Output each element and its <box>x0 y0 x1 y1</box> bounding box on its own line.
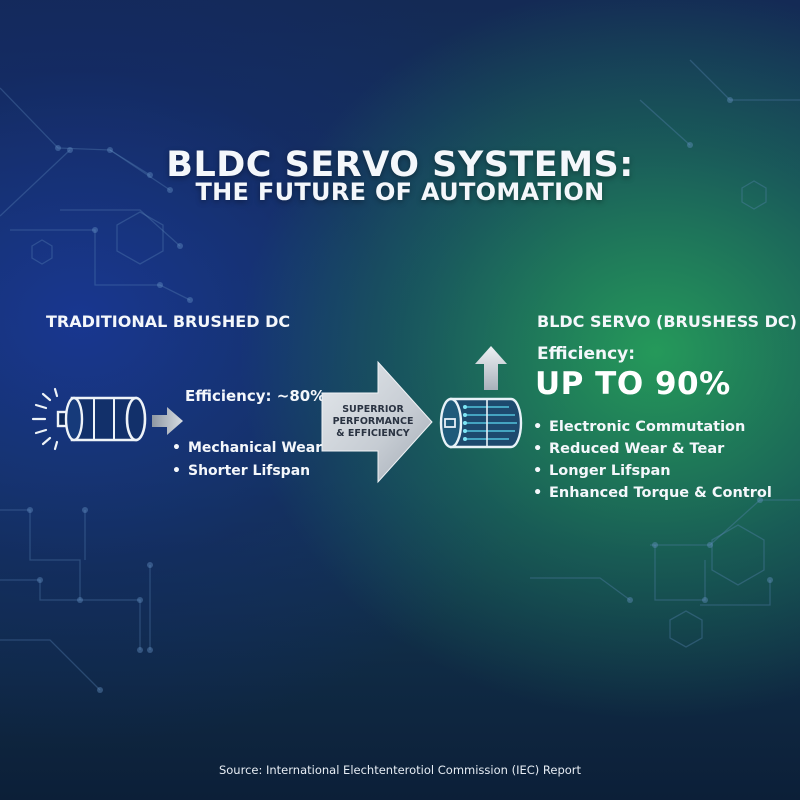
list-item: • Longer Lifspan <box>533 460 772 482</box>
page-title: BLDC SERVO SYSTEMS: <box>166 145 634 185</box>
list-item-label: Longer Lifspan <box>549 463 671 479</box>
list-item: • Electronic Commutation <box>533 416 772 438</box>
big-right-arrow-icon <box>321 360 433 484</box>
bldc-servo-motor-icon <box>439 397 523 449</box>
arrow-label-line: SUPERRIOR <box>342 404 404 415</box>
bullet-icon: • <box>533 463 543 479</box>
brushed-feature-list: • Mechanical Wear • Shorter Lifspan <box>172 437 322 483</box>
arrow-label-line: PERFORMANCE <box>332 416 414 427</box>
bullet-icon: • <box>172 463 181 479</box>
list-item: • Mechanical Wear <box>172 437 322 460</box>
source-citation: Source: International Elechtenterotiol C… <box>218 763 582 777</box>
bullet-icon: • <box>172 440 181 456</box>
list-item-label: Enhanced Torque & Control <box>549 485 772 501</box>
arrow-label-line: & EFFICIENCY <box>336 428 410 439</box>
up-arrow-icon <box>475 346 507 390</box>
list-item-label: Reduced Wear & Tear <box>549 441 725 457</box>
list-item-label: Electronic Commutation <box>549 419 746 435</box>
list-item: • Enhanced Torque & Control <box>533 482 772 504</box>
bullet-icon: • <box>533 485 543 501</box>
bldc-feature-list: • Electronic Commutation • Reduced Wear & … <box>533 416 772 504</box>
brushed-efficiency: Efficiency: ~80% <box>185 387 326 405</box>
bullet-icon: • <box>533 419 543 435</box>
brushed-dc-motor-icon <box>31 387 147 451</box>
right-arrow-icon <box>152 407 183 435</box>
performance-arrow-label: SUPERRIOR PERFORMANCE & EFFICIENCY <box>328 404 418 440</box>
brushed-dc-heading: TRADITIONAL BRUSHED DC <box>46 312 291 331</box>
page-subtitle: THE FUTURE OF AUTOMATION <box>195 178 605 206</box>
bullet-icon: • <box>533 441 543 457</box>
bldc-efficiency-label: Efficiency: <box>537 344 636 364</box>
list-item: • Reduced Wear & Tear <box>533 438 772 460</box>
list-item: • Shorter Lifspan <box>172 460 322 483</box>
list-item-label: Mechanical Wear <box>188 440 323 456</box>
bldc-servo-heading: BLDC SERVO (BRUSHESS DC) <box>537 312 797 331</box>
list-item-label: Shorter Lifspan <box>188 463 311 479</box>
bldc-efficiency-value: UP TO 90% <box>535 366 731 402</box>
